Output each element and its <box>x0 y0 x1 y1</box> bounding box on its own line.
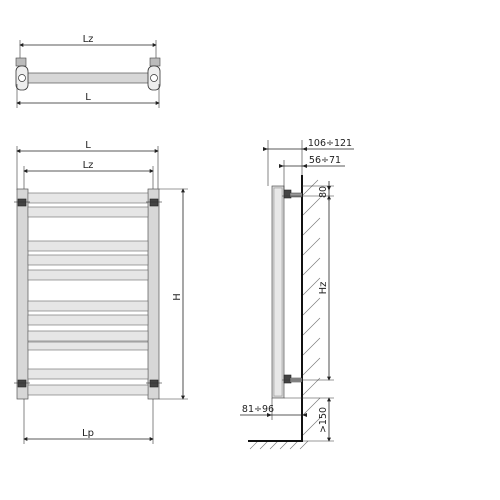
top-view: Lz L <box>15 34 161 108</box>
top-l-label: L <box>85 92 91 103</box>
left-vertical-tube <box>16 188 29 400</box>
side-top-bracket <box>282 189 303 199</box>
front-lp-label: Lp <box>82 428 94 439</box>
side-81-96-label: 81÷96 <box>242 404 274 415</box>
side-view: 106÷121 56÷71 80 Hz >150 81÷96 <box>240 138 354 450</box>
top-rail <box>26 72 150 84</box>
right-vertical-tube <box>147 188 160 400</box>
front-l-label: L <box>85 140 91 151</box>
horizontal-bars <box>27 192 149 396</box>
front-lz-label: Lz <box>83 160 94 171</box>
side-80-label: 80 <box>318 186 329 198</box>
side-hz-label: Hz <box>318 282 329 295</box>
front-h-label: H <box>172 293 183 301</box>
side-106-121-label: 106÷121 <box>308 138 352 149</box>
wall-hatch <box>302 179 321 436</box>
side-bottom-bracket <box>282 374 303 384</box>
front-connectors <box>14 198 162 388</box>
side-150-label: >150 <box>318 407 329 433</box>
top-right-valve <box>147 57 161 91</box>
top-left-valve <box>15 57 29 91</box>
floor-hatch <box>249 440 309 450</box>
front-view: L Lz <box>14 140 188 444</box>
side-56-71-label: 56÷71 <box>309 155 341 166</box>
top-lz-label: Lz <box>83 34 94 45</box>
